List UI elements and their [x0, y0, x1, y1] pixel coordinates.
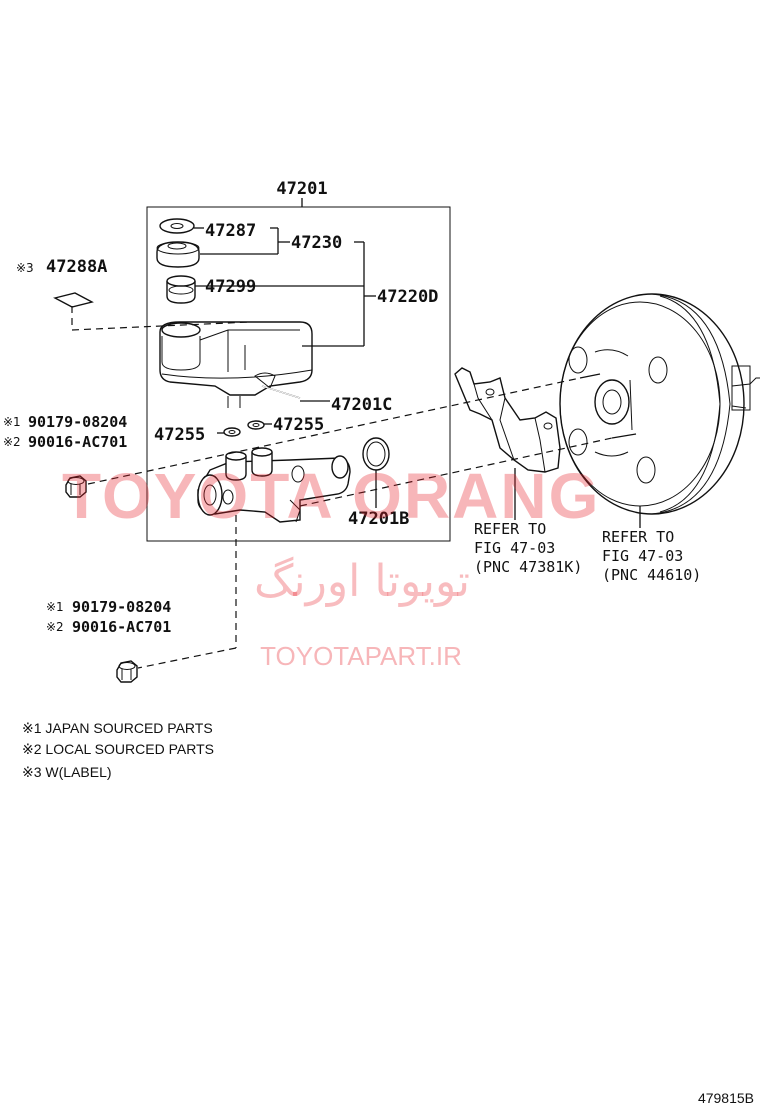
booster-ref-line1: REFER TO	[602, 528, 674, 546]
label-47287: 47287	[205, 221, 256, 241]
note-2: ※2 LOCAL SOURCED PARTS	[22, 741, 214, 757]
booster-ref-line3: (PNC 44610)	[602, 566, 701, 584]
pin-drawing	[261, 385, 301, 399]
watermark-persian: تویوتا اورنگ	[254, 556, 470, 607]
label-47255-left: 47255	[154, 425, 205, 445]
label-47299: 47299	[205, 277, 256, 297]
label-nut-upper-1: 90179-08204	[28, 413, 127, 431]
o-ring-drawing	[362, 437, 390, 471]
marker-1-upper: ※1	[3, 415, 21, 429]
master-cylinder-drawing	[197, 447, 351, 523]
figure-code: 479815B	[698, 1090, 754, 1106]
grommet-right-drawing	[247, 420, 265, 430]
label-47220d: 47220D	[377, 287, 438, 307]
nut-upper-drawing	[65, 475, 87, 498]
cap-drawing	[156, 241, 200, 268]
marker-2-lower: ※2	[46, 620, 64, 634]
leader-lines	[194, 227, 641, 528]
bracket-ref-line1: REFER TO	[474, 520, 546, 538]
assembly-frame	[146, 198, 451, 542]
nut-lower-drawing	[116, 660, 138, 683]
bracket-ref-line3: (PNC 47381K)	[474, 558, 582, 576]
booster-ref-line2: FIG 47-03	[602, 547, 683, 565]
label-nut-lower-1: 90179-08204	[72, 598, 171, 616]
marker-2-upper: ※2	[3, 435, 21, 449]
watermark-latin: TOYOTA ORANG	[62, 460, 600, 532]
label-nut-lower-2: 90016-AC701	[72, 618, 171, 636]
label-47288a: 47288A	[46, 257, 107, 277]
cap-gasket-drawing	[159, 218, 195, 234]
watermark-site: TOYOTAPART.IR	[260, 641, 462, 671]
marker-1-lower: ※1	[46, 600, 64, 614]
note-1: ※1 JAPAN SOURCED PARTS	[22, 720, 213, 736]
reservoir-drawing	[159, 321, 313, 408]
note-3: ※3 W(LABEL)	[22, 764, 112, 780]
label-47201b: 47201B	[348, 509, 409, 529]
label-47201c: 47201C	[331, 395, 392, 415]
assembly-dashed-lines	[71, 306, 613, 669]
label-drawing	[53, 292, 94, 308]
bracket-drawing	[454, 367, 561, 473]
label-47230: 47230	[291, 233, 342, 253]
bracket-ref-line2: FIG 47-03	[474, 539, 555, 557]
strainer-drawing	[166, 275, 196, 304]
grommet-left-drawing	[223, 427, 241, 437]
marker-3: ※3	[16, 261, 34, 275]
label-nut-upper-2: 90016-AC701	[28, 433, 127, 451]
label-47255-right: 47255	[273, 415, 324, 435]
assembly-number: 47201	[276, 179, 327, 199]
